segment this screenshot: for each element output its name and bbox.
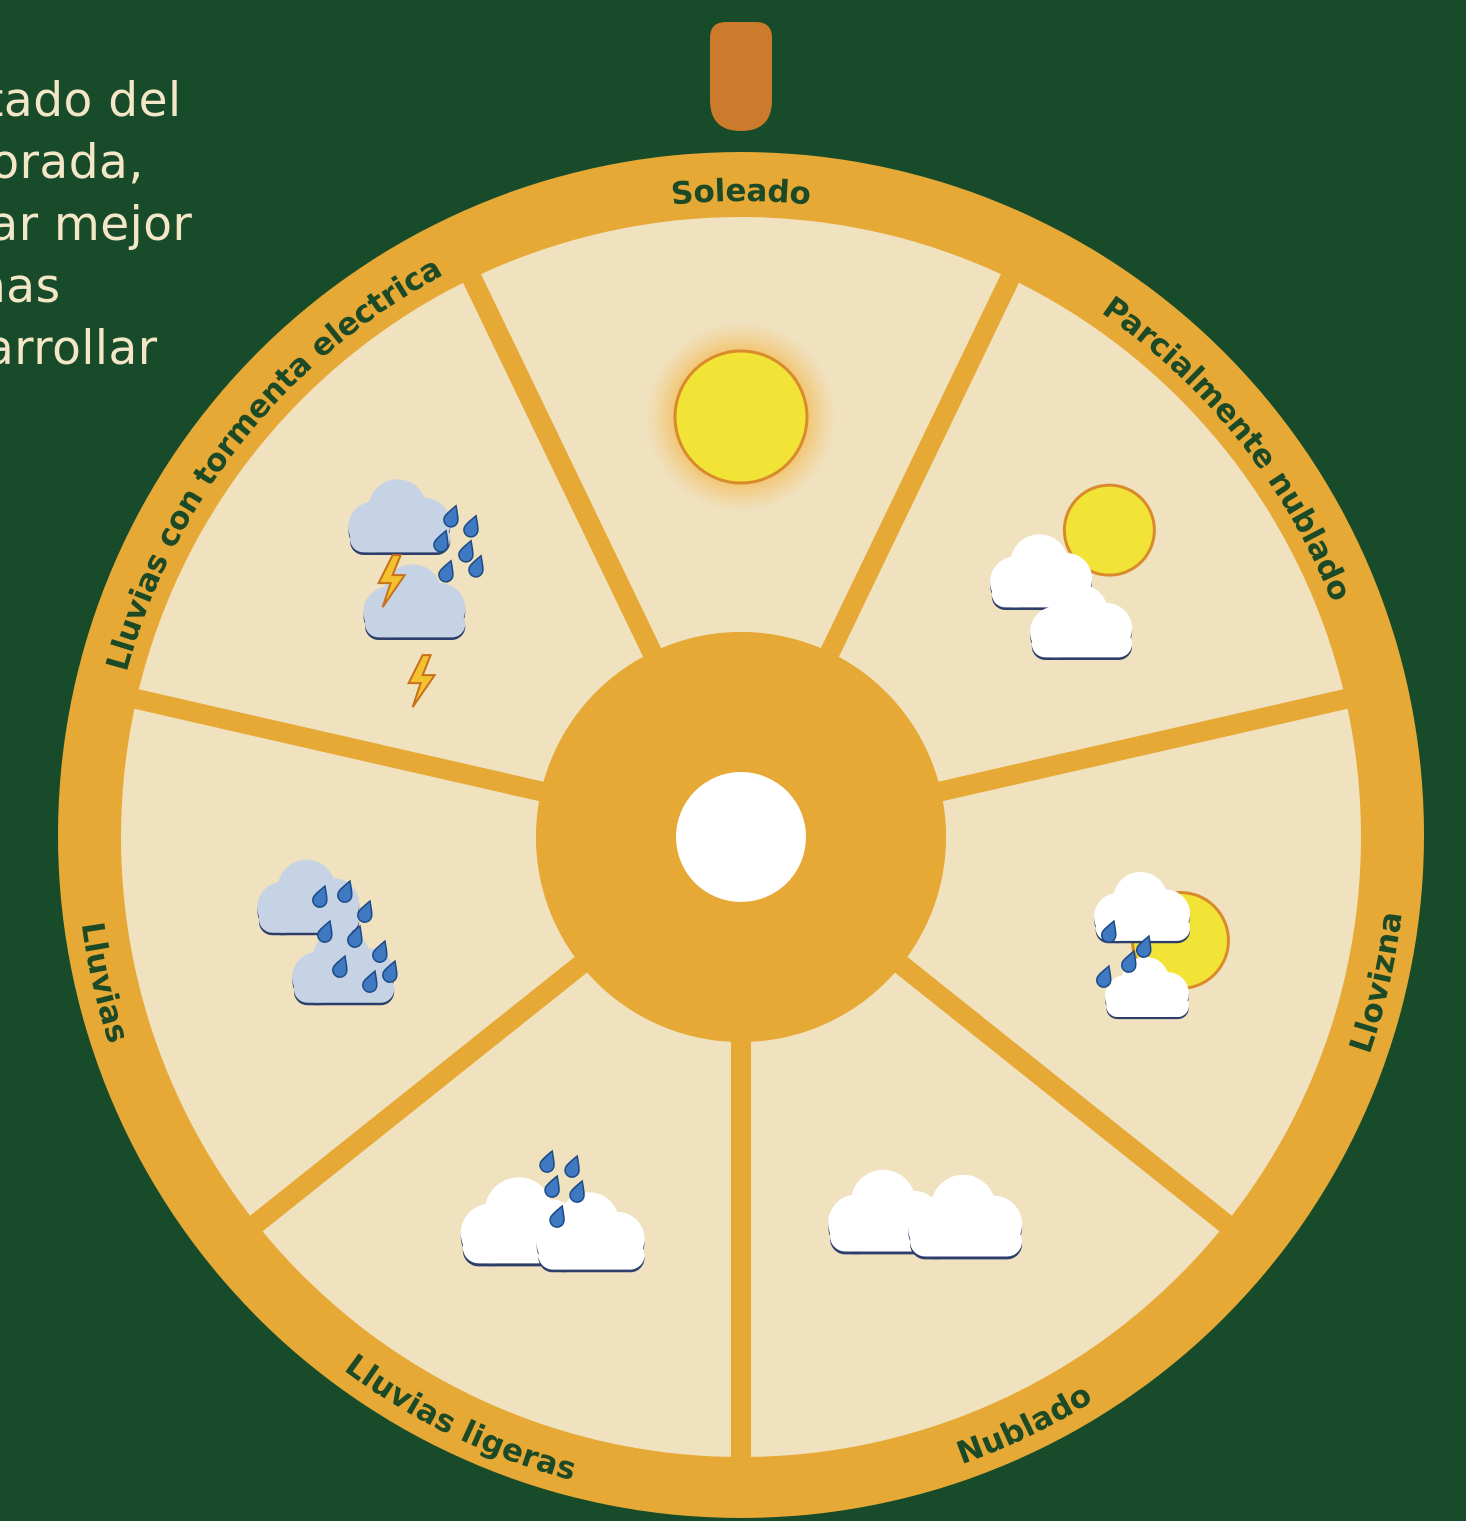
lightning-bolt — [407, 654, 437, 708]
segment-label: Soleado — [669, 172, 812, 212]
wheel-hub-center[interactable] — [676, 772, 806, 902]
intro-line: sarrollar — [0, 321, 158, 376]
intro-line: mas — [0, 259, 61, 314]
intro-line: porada, — [0, 135, 144, 190]
lightning-bolt — [377, 554, 407, 608]
wheel-pointer — [710, 22, 772, 131]
sun-part — [1062, 483, 1156, 577]
intro-line: stado del — [0, 73, 182, 128]
thunderstorm-icon — [348, 479, 489, 708]
partly-cloudy-icon — [990, 483, 1156, 660]
segment-label-text: Soleado — [669, 172, 812, 212]
drizzle-icon — [1094, 872, 1230, 1020]
sun-part — [673, 349, 809, 485]
intro-text: stado del porada, ear mejor mas sarrolla… — [0, 70, 290, 442]
intro-line: ear mejor — [0, 197, 193, 252]
sun-icon — [646, 322, 836, 512]
